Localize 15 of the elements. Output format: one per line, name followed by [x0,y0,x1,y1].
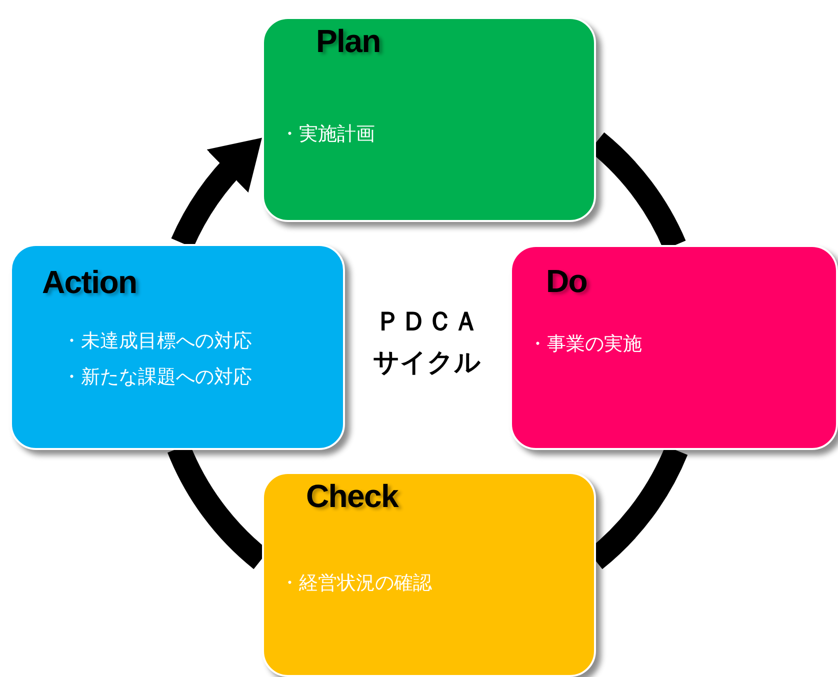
bullet-text: ・未達成目標への対応 [62,330,252,354]
stage-box [10,244,345,450]
stage-heading: Plan [316,22,380,61]
bullet-text: ・事業の実施 [528,333,642,357]
bullet-text: ・実施計画 [280,123,375,147]
stage-box [262,472,596,677]
stage-heading: Do [546,262,588,301]
stage-heading: Action [42,263,137,302]
center-title: ＰＤＣＡ [375,306,479,338]
bullet-text: ・新たな課題への対応 [62,366,252,390]
bullet-text: ・経営状況の確認 [280,572,432,596]
stage-heading: Check [306,477,398,516]
stage-box [510,245,838,450]
stage-box [262,17,596,222]
center-title: サイクル [373,346,481,379]
